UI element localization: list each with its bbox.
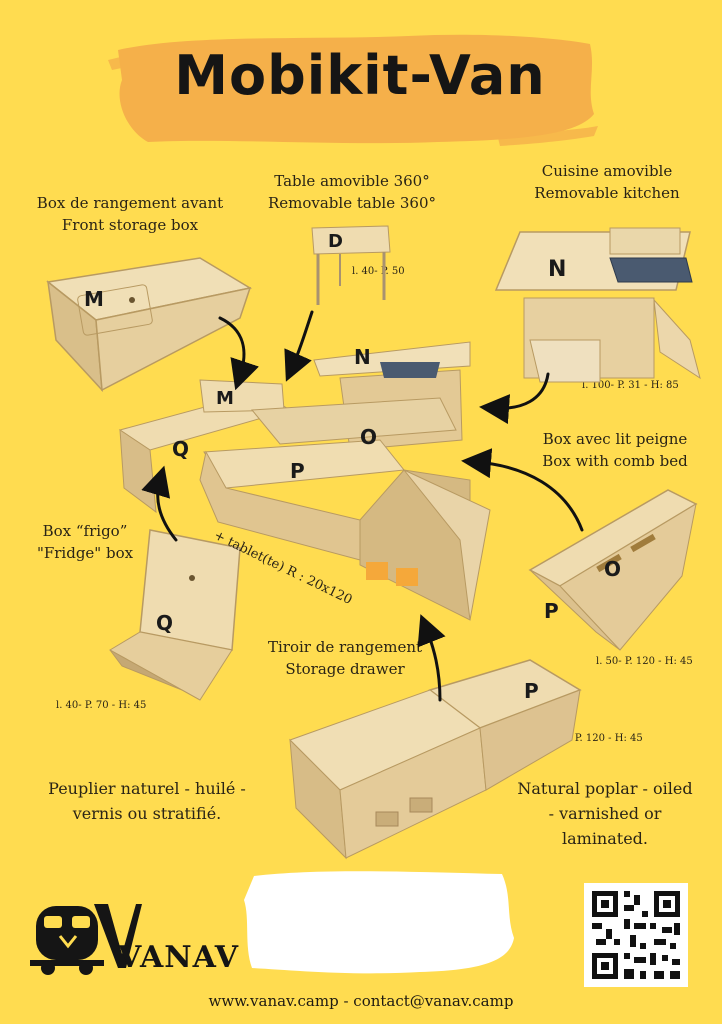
table-label-en: Removable table 360° xyxy=(267,194,437,212)
fridge-label-fr: Box “frigo” xyxy=(42,522,128,540)
qr-code xyxy=(584,883,688,987)
fridge-caption: Box “frigo” "Fridge" box xyxy=(20,520,150,564)
tablet-note: + tablet(te) R : 20x120 xyxy=(211,528,355,608)
front-box-label-fr: Box de rangement avant xyxy=(36,194,224,212)
footer-contact: www.vanav.camp - contact@vanav.camp xyxy=(208,992,514,1010)
svg-text:O: O xyxy=(360,425,377,449)
van-icon xyxy=(30,906,104,975)
svg-text:P: P xyxy=(524,679,539,703)
drawer-caption: Tiroir de rangement Storage drawer xyxy=(250,636,440,680)
comb-bed-dimensions: l. 50- P. 120 - H: 45 xyxy=(596,656,693,667)
table-caption: Table amovible 360° Removable table 360° xyxy=(252,170,452,214)
kitchen-illustration: N xyxy=(494,227,701,383)
drawer-label-en: Storage drawer xyxy=(285,660,405,678)
vanav-logo xyxy=(30,904,142,975)
svg-text:N: N xyxy=(354,345,371,369)
comb-bed-label-en: Box with comb bed xyxy=(542,452,688,470)
svg-text:O: O xyxy=(604,557,621,581)
comb-bed-box-illustration: O P xyxy=(528,489,698,651)
svg-text:D: D xyxy=(328,231,343,252)
kitchen-label-en: Removable kitchen xyxy=(534,184,680,202)
svg-text:M: M xyxy=(84,287,104,311)
materials-fr-line1: Peuplier naturel - huilé - xyxy=(48,779,246,798)
drawer-dimensions: l. 50- P. 120 - H: 45 xyxy=(546,733,643,744)
front-box-caption: Box de rangement avant Front storage box xyxy=(30,192,230,236)
materials-en-line3: laminated. xyxy=(561,829,648,848)
kitchen-caption: Cuisine amovible Removable kitchen xyxy=(512,160,702,204)
fridge-label-en: "Fridge" box xyxy=(36,544,134,562)
svg-text:N: N xyxy=(548,257,566,282)
kitchen-dimensions: l. 100- P. 31 - H: 85 xyxy=(582,380,679,391)
materials-fr: Peuplier naturel - huilé - vernis ou str… xyxy=(22,776,272,826)
brand-name: VANAV xyxy=(118,940,240,975)
front-box-dimensions: l. 120- P. 40 - H: 45 xyxy=(127,269,225,286)
drawer-label-fr: Tiroir de rangement xyxy=(267,638,423,656)
svg-text:M: M xyxy=(216,388,234,409)
page-title: Mobikit-Van xyxy=(174,44,546,107)
materials-en-line1: Natural poplar - oiled xyxy=(517,779,693,798)
title-brush-stroke xyxy=(108,34,598,146)
table-label-fr: Table amovible 360° xyxy=(274,172,430,190)
kitchen-label-fr: Cuisine amovible xyxy=(541,162,673,180)
materials-fr-line2: vernis ou stratifié. xyxy=(72,804,222,823)
fridge-dimensions: l. 40- P. 70 - H: 45 xyxy=(56,700,147,711)
svg-text:P: P xyxy=(290,459,305,483)
comb-bed-caption: Box avec lit peigne Box with comb bed xyxy=(520,428,710,472)
materials-en: Natural poplar - oiled - varnished or la… xyxy=(500,776,710,851)
table-dimensions: l. 40- P. 50 xyxy=(352,266,405,277)
materials-en-line2: - varnished or xyxy=(548,804,662,823)
comb-bed-label-fr: Box avec lit peigne xyxy=(542,430,688,448)
svg-text:P: P xyxy=(544,599,559,623)
white-brush-stroke xyxy=(244,871,514,974)
front-box-label-en: Front storage box xyxy=(61,216,199,234)
svg-text:Q: Q xyxy=(172,437,189,461)
svg-text:Q: Q xyxy=(156,611,173,635)
